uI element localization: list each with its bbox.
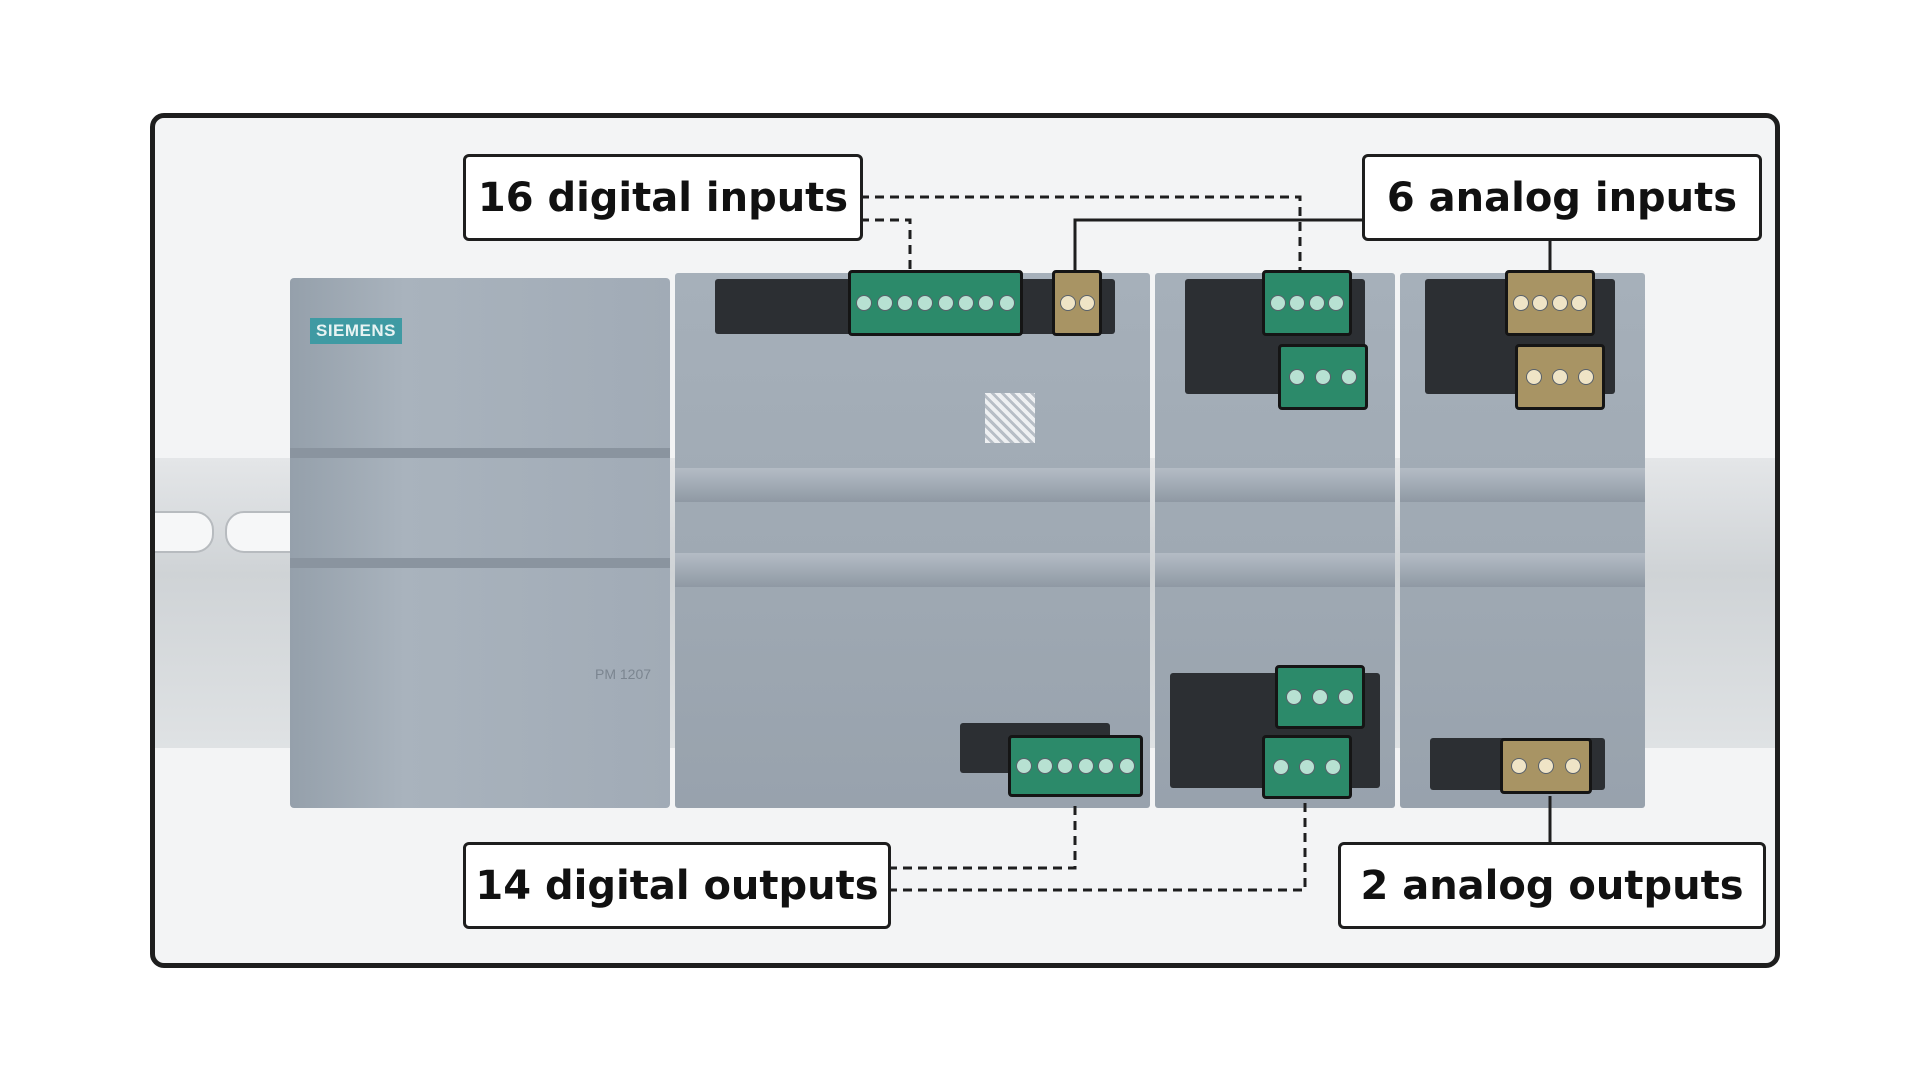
digital-input-terminal [1262,270,1352,336]
digital-input-terminal [848,270,1023,336]
analog-inputs-label: 6 analog inputs [1362,154,1762,241]
digital-outputs-label: 14 digital outputs [463,842,891,929]
dashed-connector [860,218,912,270]
dashed-connector [888,800,1307,892]
digital-output-terminal [1275,665,1365,729]
solid-connector [1073,218,1365,270]
analog-output-terminal [1500,738,1592,794]
digital-inputs-label: 16 digital inputs [463,154,863,241]
power-supply-module: SIEMENS PM 1207 [290,278,670,808]
rail-slot [155,511,214,553]
cpu-module [675,273,1150,808]
analog-input-terminal [1515,344,1605,410]
analog-outputs-label: 2 analog outputs [1338,842,1766,929]
digital-output-terminal [1262,735,1352,799]
photo-frame: SIEMENS PM 1207 [150,113,1780,968]
dashed-connector [888,800,1077,870]
digital-output-terminal [1008,735,1143,797]
analog-input-terminal [1052,270,1102,336]
model-label: PM 1207 [595,666,652,682]
brand-logo: SIEMENS [310,318,403,344]
qr-code [985,393,1035,443]
dashed-connector [860,195,1302,270]
analog-input-terminal [1505,270,1595,336]
digital-input-terminal [1278,344,1368,410]
